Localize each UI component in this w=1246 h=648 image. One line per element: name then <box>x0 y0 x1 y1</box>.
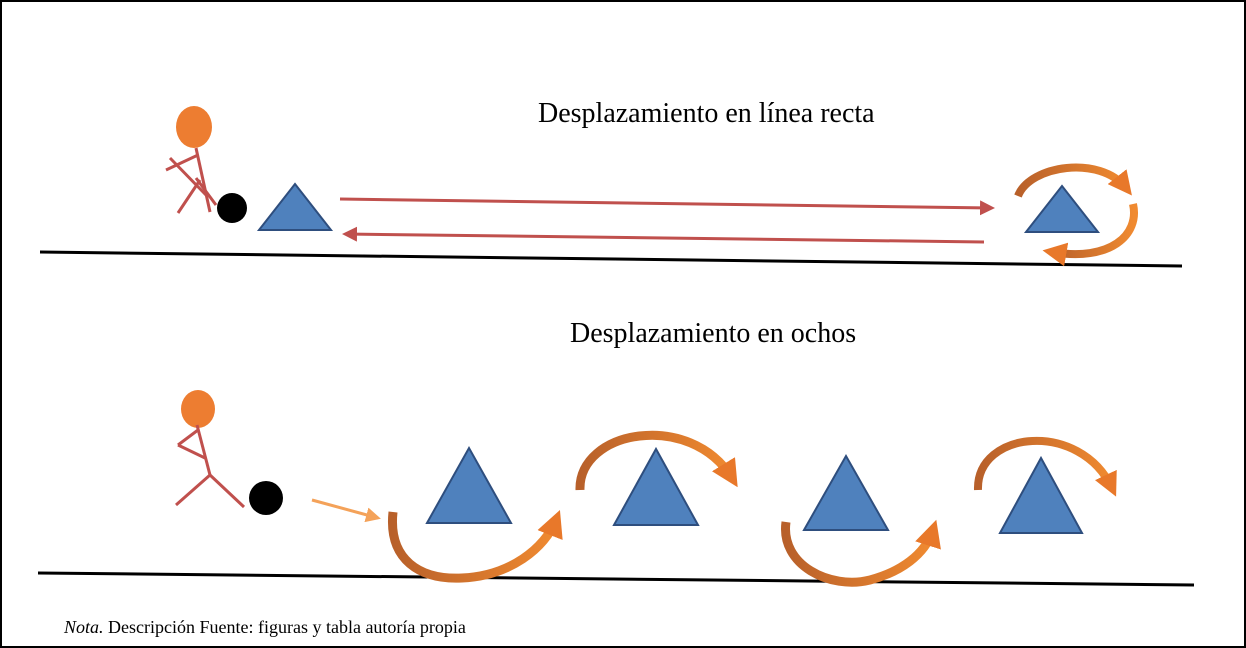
curve-arrow-4 <box>973 437 1117 497</box>
ground-line-bottom <box>37 571 1195 587</box>
player-figure-bottom <box>175 390 246 509</box>
cone-1 <box>425 445 513 524</box>
arrow-return <box>342 226 985 244</box>
figure-note: Nota. Descripción Fuente: figuras y tabl… <box>64 618 466 636</box>
note-text: Descripción Fuente: figuras y tabla auto… <box>103 617 466 637</box>
cone-end-top <box>1023 184 1101 233</box>
cone-2 <box>612 446 700 526</box>
player-figure-top <box>165 106 218 214</box>
curve-arrow-2 <box>575 430 738 491</box>
ball-bottom <box>249 481 283 515</box>
player-head <box>181 390 215 428</box>
approach-arrow <box>311 498 381 523</box>
curve-arrow-3 <box>781 519 941 587</box>
section-figure-eight <box>37 390 1195 587</box>
section-title-straight: Desplazamiento en línea recta <box>538 98 875 129</box>
turn-arrow-top-upper <box>1014 163 1132 198</box>
player-head <box>176 106 212 148</box>
ball-top <box>217 193 247 223</box>
ground-line-top <box>39 250 1183 268</box>
section-title-eights: Desplazamiento en ochos <box>570 318 857 349</box>
cone-start-top <box>256 182 334 231</box>
section-straight-line <box>39 106 1183 268</box>
note-label: Nota. <box>64 617 104 637</box>
curve-arrow-1 <box>388 509 563 583</box>
cone-3 <box>802 453 890 531</box>
cone-4 <box>998 455 1084 534</box>
turn-arrow-top-lower <box>1042 203 1138 267</box>
arrow-forward <box>339 197 995 216</box>
